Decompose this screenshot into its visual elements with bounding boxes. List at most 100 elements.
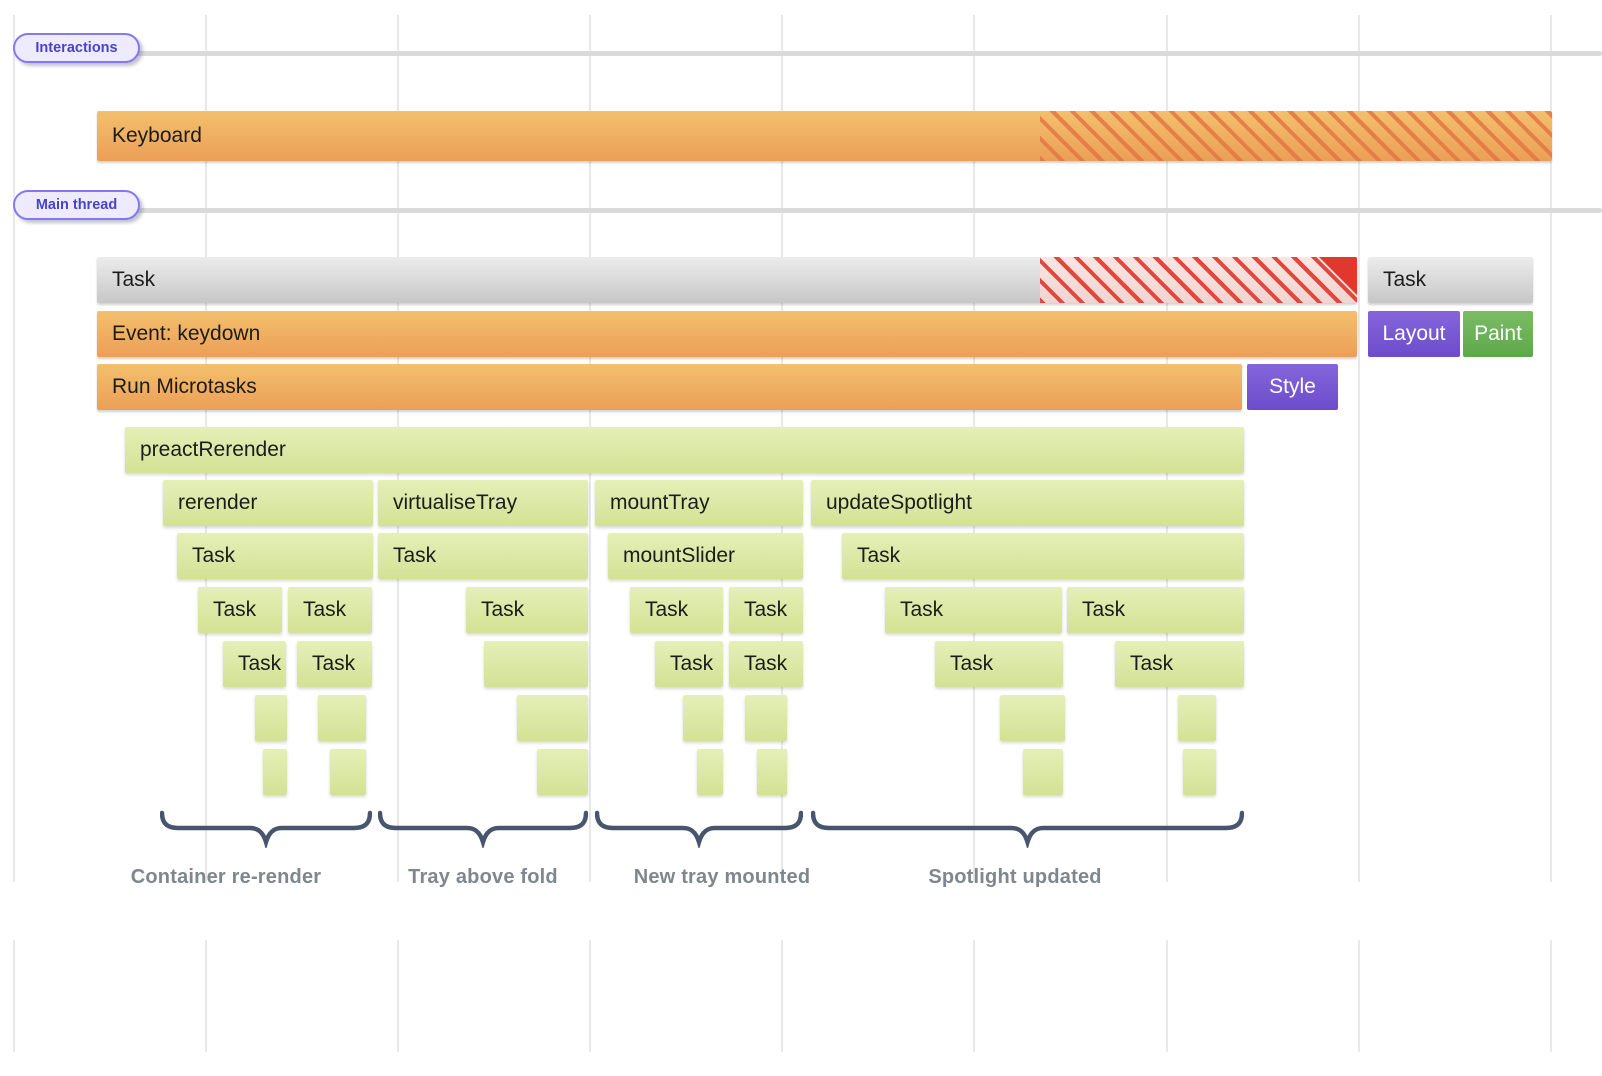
long-task-corner-flag: [1319, 257, 1357, 295]
flame-bar-label: rerender: [178, 491, 258, 514]
flame-bar-event-keydown[interactable]: Event: keydown: [97, 311, 1357, 357]
flame-bar-label: updateSpotlight: [826, 491, 972, 514]
flame-bar-label: Task: [192, 544, 236, 567]
flame-bar[interactable]: [1183, 749, 1216, 795]
annotation-caption: Spotlight updated: [928, 866, 1102, 888]
flame-bar-run-microtasks[interactable]: Run Microtasks: [97, 364, 1242, 410]
flame-bar[interactable]: [484, 641, 588, 687]
flame-bar-updatespotlight[interactable]: updateSpotlight: [811, 480, 1244, 526]
gridline: [13, 15, 15, 882]
flame-bar[interactable]: [745, 695, 787, 741]
flame-bar-label: preactRerender: [140, 438, 286, 461]
flame-bar-label: Task: [900, 598, 944, 621]
annotation-caption: Container re-render: [130, 866, 322, 888]
flame-bar-task[interactable]: Task: [729, 641, 803, 687]
flame-bar-task[interactable]: Task: [466, 587, 588, 633]
flame-bar-label: Task: [112, 268, 156, 291]
track-pill-main-thread[interactable]: Main thread: [13, 190, 140, 220]
flame-bar-style[interactable]: Style: [1247, 364, 1338, 410]
flame-bar-task[interactable]: Task: [1368, 257, 1533, 303]
flame-bar-task[interactable]: Task: [378, 533, 588, 579]
gridline: [1166, 940, 1168, 1052]
track-line: [18, 208, 1602, 213]
gridline: [973, 940, 975, 1052]
flame-bar-label: Run Microtasks: [112, 375, 257, 398]
flame-bar-label: Task: [1383, 268, 1427, 291]
gridline: [1550, 15, 1552, 882]
flame-bar-task[interactable]: Task: [630, 587, 723, 633]
annotation-brace: [595, 810, 803, 848]
flame-bar-label: Task: [481, 598, 525, 621]
flame-bar-label: Task: [744, 652, 788, 675]
flame-bar-layout[interactable]: Layout: [1368, 311, 1460, 357]
flame-bar-preactrerender[interactable]: preactRerender: [125, 427, 1244, 473]
flame-bar-label: Task: [1130, 652, 1174, 675]
gridline: [1550, 940, 1552, 1052]
flame-bar[interactable]: [697, 749, 723, 795]
flame-bar-task[interactable]: Task: [97, 257, 1357, 303]
flame-bar-label: Task: [744, 598, 788, 621]
flame-bar-task[interactable]: Task: [177, 533, 373, 579]
flame-bar[interactable]: [683, 695, 723, 741]
flame-bar-label: Task: [645, 598, 689, 621]
pending-hatch: [1040, 111, 1552, 161]
flame-bar[interactable]: [330, 749, 366, 795]
flame-bar[interactable]: [1178, 695, 1216, 741]
flame-bar-keyboard[interactable]: Keyboard: [97, 111, 1552, 161]
flame-bar-mountslider[interactable]: mountSlider: [608, 533, 803, 579]
flame-bar-task[interactable]: Task: [655, 641, 723, 687]
flame-bar-task[interactable]: Task: [198, 587, 282, 633]
annotation-caption: Tray above fold: [408, 866, 558, 888]
annotation-caption: New tray mounted: [633, 866, 811, 888]
flame-bar-label: Task: [1082, 598, 1126, 621]
flame-bar[interactable]: [263, 749, 287, 795]
flame-bar-task[interactable]: Task: [935, 641, 1063, 687]
track-line: [18, 51, 1602, 56]
flame-bar-task[interactable]: Task: [842, 533, 1244, 579]
annotation-brace: [160, 810, 372, 848]
flame-bar[interactable]: [1023, 749, 1063, 795]
track-pill-interactions-label: Interactions: [35, 40, 118, 56]
gridline: [1358, 940, 1360, 1052]
flame-bar-paint[interactable]: Paint: [1463, 311, 1533, 357]
flame-bar[interactable]: [537, 749, 588, 795]
track-pill-interactions[interactable]: Interactions: [13, 33, 140, 63]
flame-bar-label: virtualiseTray: [393, 491, 518, 514]
flame-bar-label: Task: [857, 544, 901, 567]
flame-bar-virtualisetray[interactable]: virtualiseTray: [378, 480, 588, 526]
gridline: [205, 940, 207, 1052]
flame-bar-task[interactable]: Task: [1115, 641, 1244, 687]
flame-bar-label: Layout: [1382, 322, 1446, 345]
flame-bar-task[interactable]: Task: [1067, 587, 1244, 633]
flame-bar-task[interactable]: Task: [885, 587, 1062, 633]
flame-bar-label: Task: [312, 652, 356, 675]
flame-bar-task[interactable]: Task: [729, 587, 803, 633]
flame-bar[interactable]: [318, 695, 366, 741]
flame-bar-mounttray[interactable]: mountTray: [595, 480, 803, 526]
flame-bar[interactable]: [1000, 695, 1065, 741]
flame-bar-label: Task: [213, 598, 257, 621]
flame-bar-label: Task: [393, 544, 437, 567]
gridline: [1358, 15, 1360, 882]
gridline: [397, 940, 399, 1052]
gridline: [589, 940, 591, 1052]
flame-bar-task[interactable]: Task: [297, 641, 372, 687]
flame-bar-label: Task: [238, 652, 282, 675]
track-pill-main-thread-label: Main thread: [35, 197, 118, 213]
flame-bar[interactable]: [517, 695, 588, 741]
annotation-brace: [378, 810, 588, 848]
flame-bar[interactable]: [757, 749, 787, 795]
flame-bar-label: mountSlider: [623, 544, 736, 567]
flame-bar-label: Task: [670, 652, 714, 675]
flame-bar-label: Style: [1269, 375, 1316, 398]
flame-bar-rerender[interactable]: rerender: [163, 480, 373, 526]
long-task-hatch: [1040, 257, 1357, 303]
flame-bar-task[interactable]: Task: [223, 641, 286, 687]
gridline: [13, 940, 15, 1052]
flame-bar-label: Keyboard: [112, 124, 202, 147]
flame-bar-label: Paint: [1474, 322, 1522, 345]
flame-bar-task[interactable]: Task: [288, 587, 372, 633]
flame-bar-label: Task: [950, 652, 994, 675]
flame-bar[interactable]: [255, 695, 287, 741]
